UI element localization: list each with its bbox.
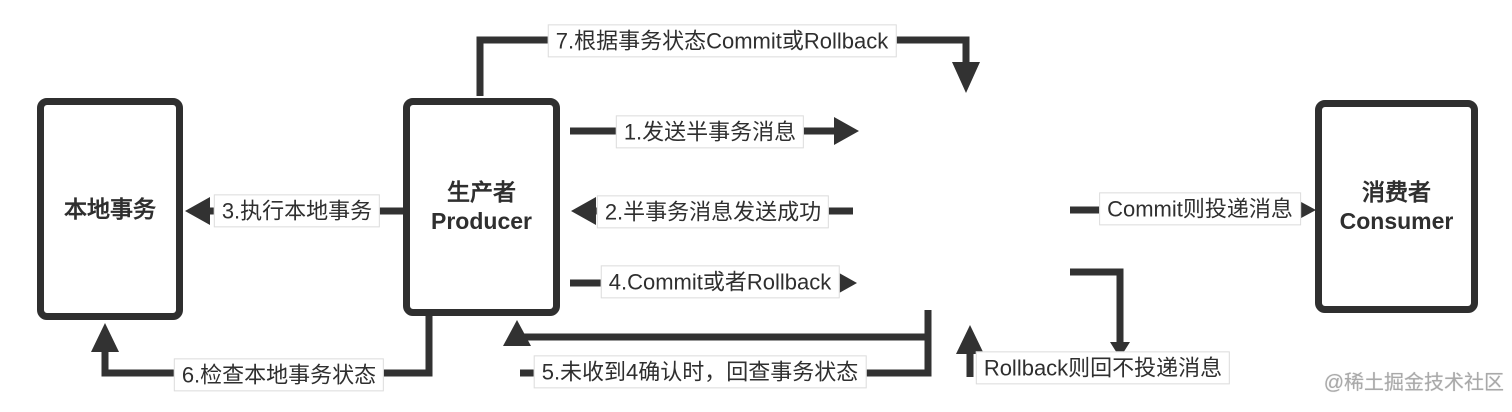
arrowhead-up-icon (91, 323, 119, 352)
node-consumer: 消费者 Consumer (1315, 100, 1478, 313)
edge-label-step4: 4.Commit或者Rollback (600, 265, 840, 299)
watermark: @稀土掘金技术社区 (1323, 372, 1504, 394)
edge-label-step7: 7.根据事务状态Commit或Rollback (547, 24, 897, 58)
arrowhead-left-icon (571, 197, 596, 225)
edge-rollback-line (1070, 268, 1130, 358)
edge-label-commit-branch: Commit则投递消息 (1099, 192, 1301, 226)
edge-label-step2: 2.半事务消息发送成功 (596, 195, 830, 229)
edge-broker-checkback-stub (956, 325, 984, 377)
node-local-transaction-label: 本地事务 (64, 195, 156, 222)
arrowhead-up-icon (503, 320, 531, 346)
node-consumer-label-en: Consumer (1339, 207, 1454, 234)
node-producer: 生产者 Producer (403, 98, 560, 316)
edge-label-step6: 6.检查本地事务状态 (173, 358, 385, 392)
arrowhead-right-icon (834, 117, 859, 145)
node-producer-label-en: Producer (431, 208, 532, 234)
node-producer-label-zh: 生产者 (447, 179, 516, 206)
node-consumer-label-zh: 消费者 (1362, 178, 1431, 205)
arrowhead-down-icon (952, 62, 980, 93)
edge-label-step5: 5.未收到4确认时，回查事务状态 (533, 355, 867, 389)
arrowhead-up-icon (956, 325, 984, 354)
arrowhead-left-icon (185, 197, 210, 225)
node-local-transaction: 本地事务 (37, 98, 183, 320)
edge-label-step1: 1.发送半事务消息 (615, 115, 805, 149)
edge-label-step3: 3.执行本地事务 (213, 194, 381, 228)
edge-label-rollback-branch: Rollback则回不投递消息 (975, 351, 1231, 385)
arrowhead-down-icon (1110, 342, 1130, 358)
